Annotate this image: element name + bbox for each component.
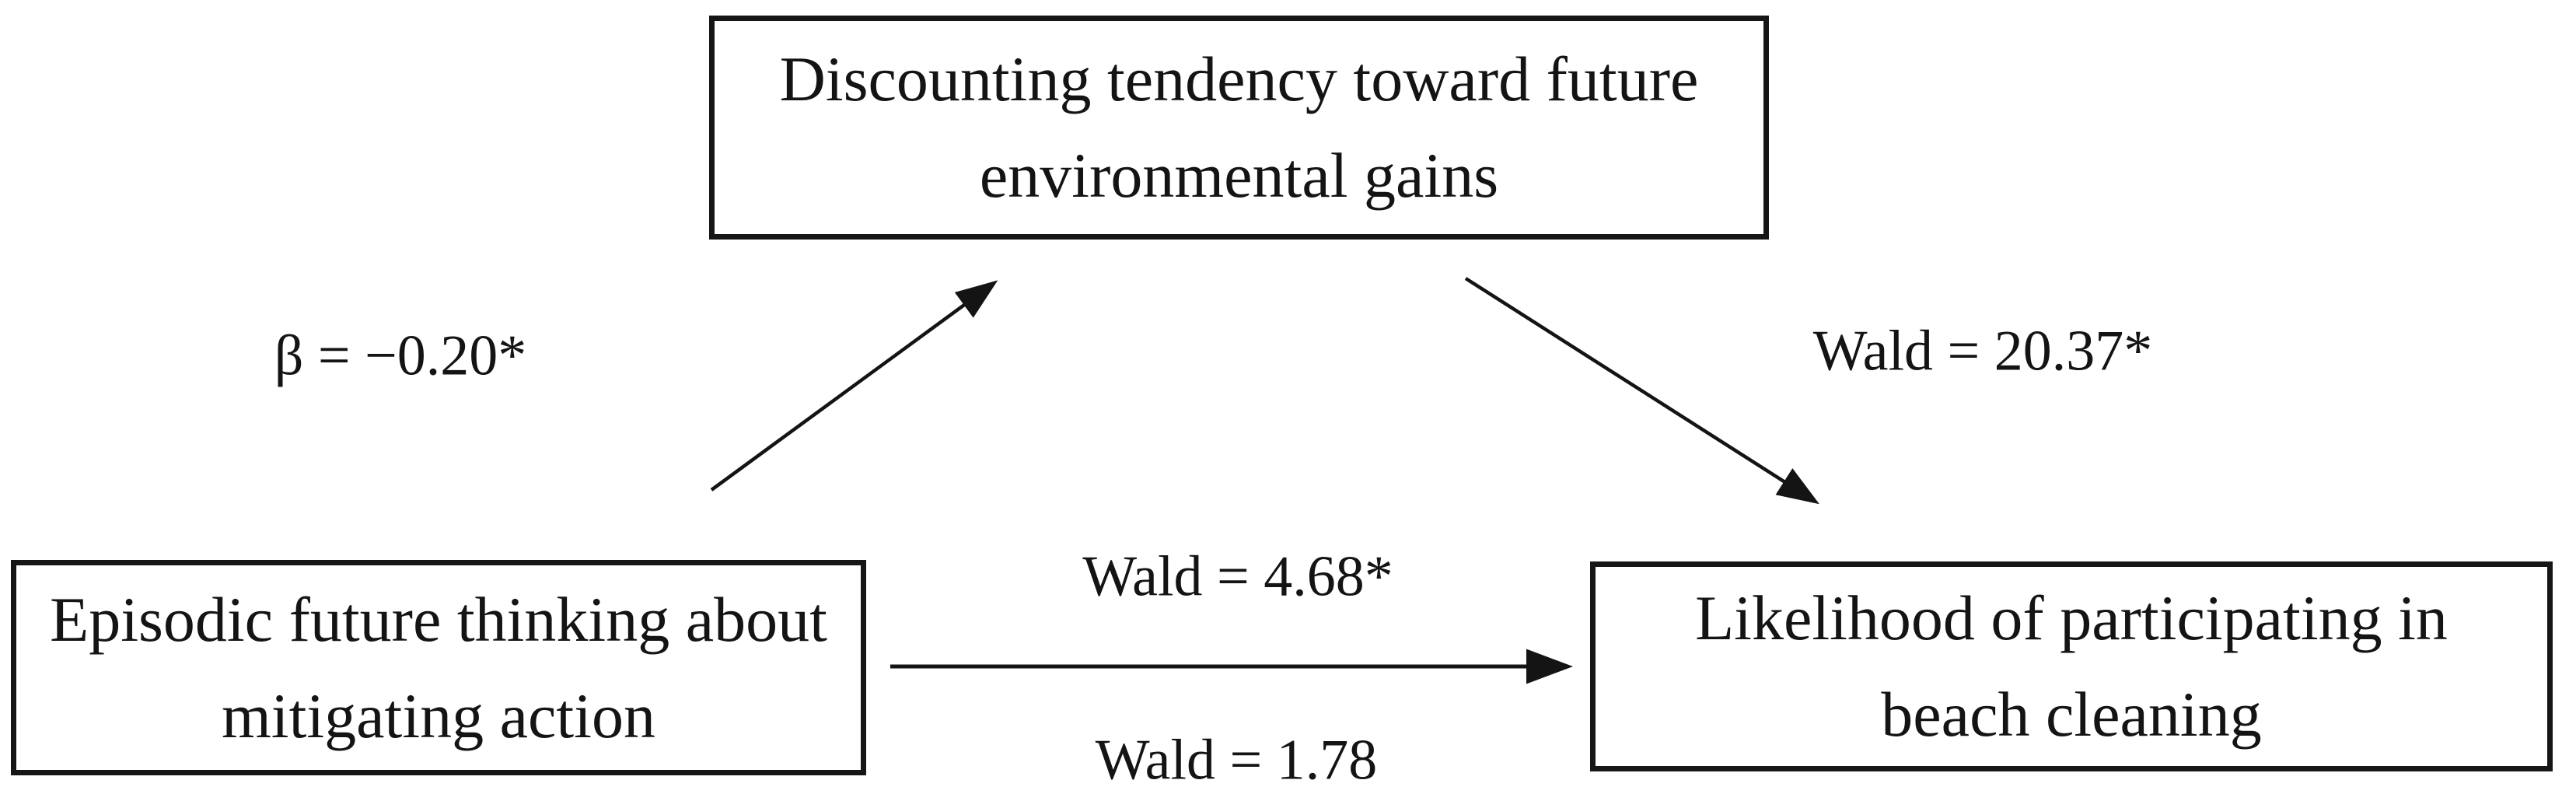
total-path-label: Wald = 1.78 [1095,728,1378,792]
predictor-box-text-line2: mitigating action [222,680,655,751]
a-path-arrow [710,280,998,491]
b-path-label: Wald = 20.37* [1812,319,2153,383]
mediator-box-text-line2: environmental gains [979,140,1499,211]
predictor-box-text-line1: Episodic future thinking about [50,583,827,655]
b-path-arrow [1464,277,1819,505]
outcome-box-text-line2: beach cleaning [1881,679,2262,750]
mediator-box-text-line1: Discounting tendency toward future [779,44,1699,114]
predictor-box: Episodic future thinking about mitigatin… [11,560,866,775]
outcome-box-text-line1: Likelihood of participating in [1695,582,2448,653]
outcome-box: Likelihood of participating in beach cle… [1590,561,2553,771]
mediator-box: Discounting tendency toward future envir… [709,16,1769,240]
a-path-label: β = −0.20* [274,324,527,388]
direct-path-label: Wald = 4.68* [1082,544,1393,609]
